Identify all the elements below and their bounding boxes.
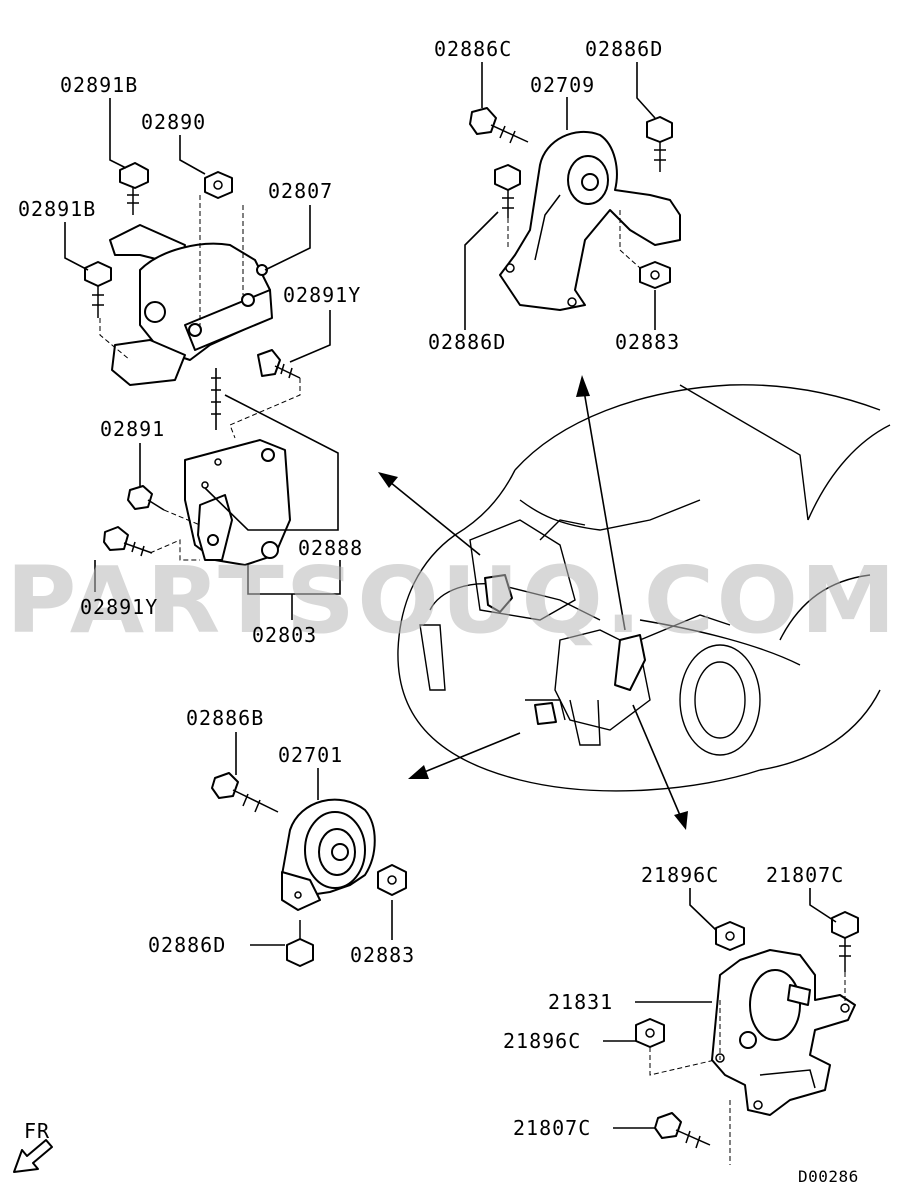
bolt-02891B-top [119,162,149,215]
label-02891Y-b: 02891Y [80,595,158,619]
label-02886C: 02886C [434,37,512,61]
leaders-bottom-left [235,732,393,946]
leaders-top-right [464,62,656,330]
bolt-02891 [127,485,165,511]
label-02886D-c: 02886D [148,933,226,957]
stud [211,368,221,430]
pointer-arrows [378,375,688,830]
label-02890: 02890 [141,110,206,134]
bolt-21807C-bottom [654,1112,711,1149]
label-02807: 02807 [268,179,333,203]
label-02701: 02701 [278,743,343,767]
nut-02890 [204,171,233,199]
nut-21896C-top [715,921,745,951]
bolt-02891Y-upper [257,349,301,379]
front-direction-indicator: FR [13,1119,53,1173]
label-02883-a: 02883 [615,330,680,354]
bolt-02891B-side [84,261,112,318]
nut-21896C-side [635,1018,665,1048]
label-02886D-b: 02886D [428,330,506,354]
engine-mount-bracket [184,439,291,566]
label-21831: 21831 [548,990,613,1014]
leaders-top-left [64,98,341,620]
label-21896C-a: 21896C [641,863,719,887]
label-02888: 02888 [298,536,363,560]
bolt-02886D-left [494,164,521,218]
label-02891B-a: 02891B [60,73,138,97]
vehicle-outline [397,384,891,792]
label-02891: 02891 [100,417,165,441]
label-02886B: 02886B [186,706,264,730]
label-02886D-a: 02886D [585,37,663,61]
bolt-02886C [469,107,529,144]
nut-02883-bottom [377,864,407,896]
label-02709: 02709 [530,73,595,97]
transmission-mount-21831 [711,949,856,1116]
bolt-21807C-top [831,911,859,972]
label-02891Y-a: 02891Y [283,283,361,307]
bolt-02886D-right [646,116,673,172]
engine-mount-02701 [281,798,376,911]
label-02803: 02803 [252,623,317,647]
leaders-bottom-right [603,888,846,1165]
direction-label: FR [24,1119,50,1143]
label-02883-b: 02883 [350,943,415,967]
label-21807C-a: 21807C [766,863,844,887]
bolt-02891Y-lower [103,526,153,557]
label-21896C-b: 21896C [503,1029,581,1053]
engine-mount-upper [109,224,273,386]
label-21807C-b: 21807C [513,1116,591,1140]
nut-02883-top [639,261,671,289]
bolt-02886B [211,772,279,813]
engine-mount-02709 [499,130,681,311]
diagram-code: D00286 [798,1167,859,1186]
part-labels: 02891B 02890 02807 02891B 02891Y 02891 0… [18,37,859,1186]
watermark: PARTSOUQ.COM [6,547,898,654]
bolt-02886D-bottom [286,920,314,967]
label-02891B-b: 02891B [18,197,96,221]
